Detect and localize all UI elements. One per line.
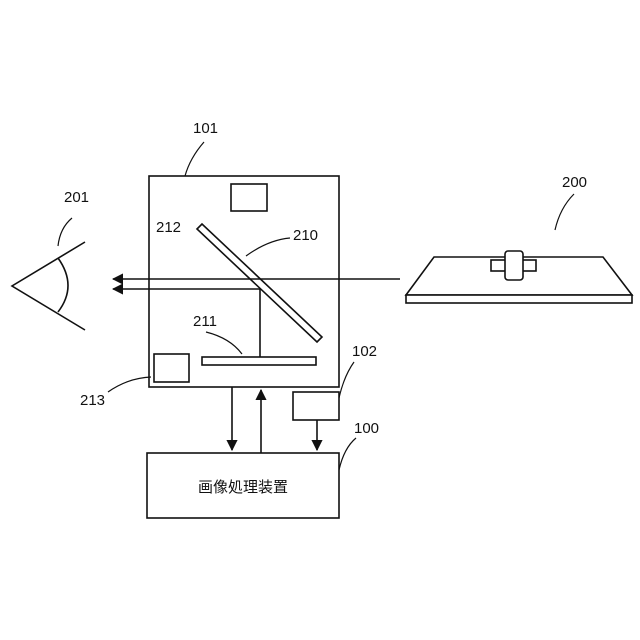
camera-box-212 [231,184,267,211]
leader-line-200 [555,194,574,230]
leader-line-101 [185,142,204,176]
leader-line-102 [339,362,354,398]
leader-line-201 [58,218,72,246]
sensor-box-213 [154,354,189,382]
display-plate-211 [202,357,316,365]
leader-line-213 [108,377,151,392]
label-201: 201 [64,189,89,206]
processor-box-label: 画像処理装置 [198,478,288,496]
label-200: 200 [562,174,587,191]
leader-line-100 [339,438,356,470]
object-stage-200 [406,251,632,303]
label-100: 100 [354,420,379,437]
label-210: 210 [293,227,318,244]
label-102: 102 [352,343,377,360]
label-212: 212 [156,219,181,236]
label-213: 213 [80,392,105,409]
label-211: 211 [193,313,217,330]
module-box-102 [293,392,339,420]
label-101: 101 [193,120,218,137]
eye-icon [12,242,85,330]
